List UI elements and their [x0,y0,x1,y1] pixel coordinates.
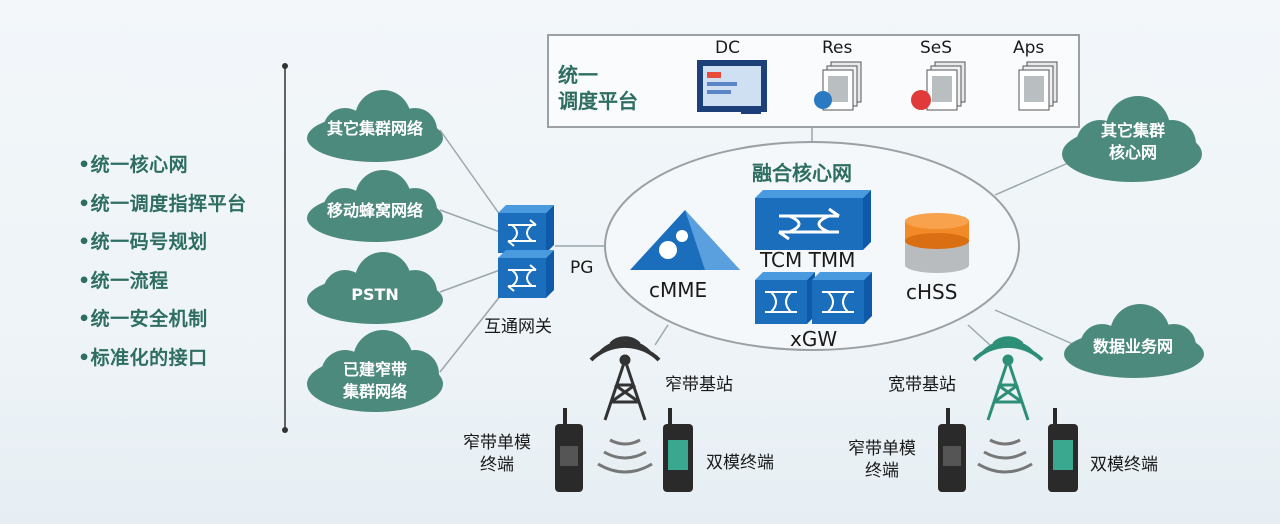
dispatch-platform-title: 统一 调度平台 [558,63,638,113]
feature-item: •统一调度指挥平台 [78,192,247,215]
left-clouds [307,90,443,412]
cloud-label-data-service: 数据业务网 [1092,337,1173,356]
chss-label: cHSS [906,280,958,304]
xgw-icon [755,272,872,324]
dual-mode-radio-icon [1048,408,1078,492]
cmme-icon [630,210,740,270]
cloud-label-other-core: 其它集群 核心网 [1100,121,1165,162]
signal-waves-icon [597,438,1033,474]
narrowband-station-label: 窄带基站 [665,375,733,395]
server-label-res: Res [822,38,853,58]
dual-mode-terminal-label-right: 双模终端 [1090,455,1158,475]
core-network-title: 融合核心网 [752,161,852,185]
dual-mode-radio-icon [663,408,693,492]
feature-item: •统一流程 [78,269,169,292]
gateway-label: 互通网关 [484,317,552,337]
narrowband-tower-icon [589,336,661,421]
xgw-label: xGW [790,327,838,351]
cloud-label-pstn: PSTN [351,285,399,304]
feature-item: •统一码号规划 [78,231,208,253]
cloud-shape [1064,304,1204,378]
cloud-shape [1062,96,1202,182]
server-doc-icon [911,61,966,111]
cloud-shape [307,252,443,324]
connection-lines [439,128,1076,373]
pg-link-label: PG [570,258,594,278]
single-mode-terminal-label-right: 窄带单模 终端 [848,439,916,481]
right-clouds [1062,96,1204,378]
cloud-shape [307,170,443,242]
feature-item: •统一安全机制 [78,308,208,330]
monitor-icon [697,60,767,114]
feature-item: •统一核心网 [78,154,189,176]
narrowband-radio-icon [555,408,583,492]
cloud-label-other-trunking: 其它集群网络 [326,119,423,138]
tcm-tmm-label: TCM TMM [760,248,856,272]
server-label-aps: Aps [1013,38,1045,58]
cloud-label-legacy-narrowband: 已建窄带 集群网络 [342,360,407,401]
server-doc-icon [814,61,862,111]
broadband-station-label: 宽带基站 [888,375,956,395]
server-doc-icon [1018,61,1058,111]
single-mode-terminal-label-left: 窄带单模 终端 [463,433,531,475]
server-label-ses: SeS [920,38,953,58]
gateway-cubes [498,205,554,298]
cloud-label-cellular: 移动蜂窝网络 [326,201,423,220]
broadband-tower-icon [972,336,1044,421]
tcm-switch-icon [755,190,871,250]
feature-item: •标准化的接口 [78,346,208,369]
chss-database-icon [905,213,969,273]
dispatch-platform-box [547,34,1080,128]
feature-list: •统一核心网 •统一调度指挥平台 •统一码号规划 •统一流程 •统一安全机制 •… [78,146,247,377]
dual-mode-terminal-label-left: 双模终端 [706,453,774,473]
cloud-shape [307,90,443,162]
server-label-dc: DC [715,38,740,58]
cloud-shape [307,330,443,412]
cmme-label: cMME [649,278,708,302]
narrowband-radio-icon [938,408,966,492]
